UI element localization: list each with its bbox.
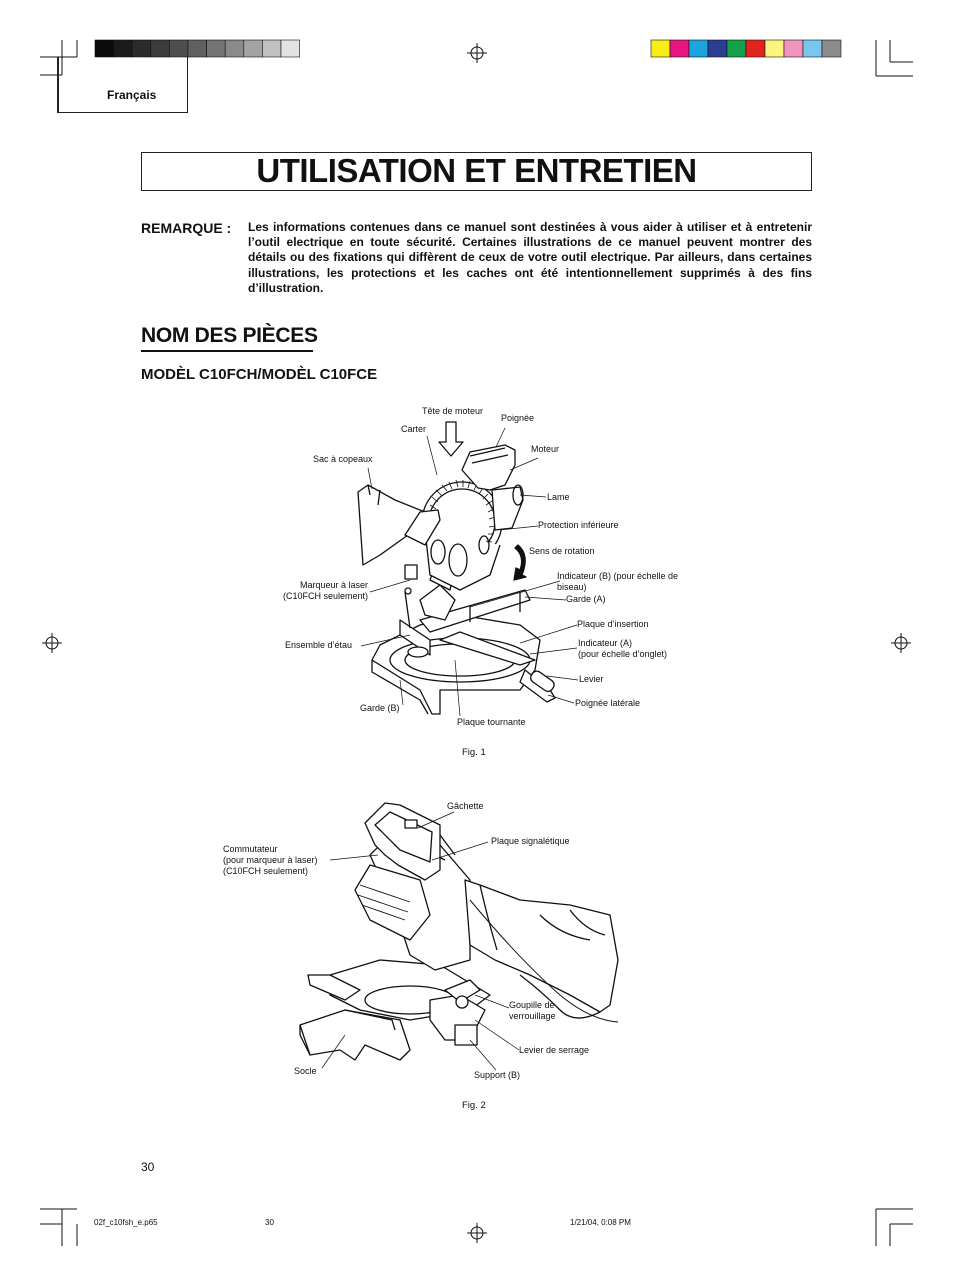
label-indicateur-a-2: (pour échelle d’onglet) xyxy=(578,649,668,659)
label-indicateur-b-2: biseau) xyxy=(557,582,587,592)
color-swatch xyxy=(726,39,747,58)
color-swatch xyxy=(280,39,300,58)
label-plaque-tournante: Plaque tournante xyxy=(457,717,526,727)
grayscale-color-bar xyxy=(94,39,300,58)
registration-marks xyxy=(42,43,911,1243)
footer-date: 1/21/04, 0:08 PM xyxy=(570,1218,631,1227)
page-title: UTILISATION ET ENTRETIEN xyxy=(256,152,697,189)
color-swatch xyxy=(131,39,152,58)
color-swatch xyxy=(650,39,671,58)
label-support-b: Support (B) xyxy=(474,1070,521,1080)
color-swatch xyxy=(669,39,690,58)
section-underline xyxy=(141,350,313,352)
note-label: REMARQUE : xyxy=(141,220,232,236)
language-tab xyxy=(57,57,188,113)
fig2-miter-saw-drawing xyxy=(299,802,619,1071)
label-poignee-laterale: Poignée latérale xyxy=(575,698,641,708)
color-swatch xyxy=(150,39,170,58)
label-tete-moteur: Tête de moteur xyxy=(422,406,484,416)
label-plaque-signaletique: Plaque signalétique xyxy=(491,836,570,846)
label-garde-a: Garde (A) xyxy=(566,594,606,604)
label-goupille-2: verrouillage xyxy=(509,1011,556,1021)
label-protection-inferieure: Protection inférieure xyxy=(538,520,619,530)
label-lame: Lame xyxy=(547,492,570,502)
label-levier: Levier xyxy=(579,674,604,684)
color-swatch xyxy=(94,39,114,58)
footer-file: 02f_c10fsh_e.p65 xyxy=(94,1218,158,1227)
fig1-caption: Fig. 1 xyxy=(462,747,486,758)
color-swatch xyxy=(224,39,245,58)
model-subtitle: MODÈL C10FCH/MODÈL C10FCE xyxy=(141,366,378,383)
label-sac-copeaux: Sac à copeaux xyxy=(313,454,373,464)
color-swatch xyxy=(262,39,282,58)
fig1-miter-saw-drawing xyxy=(357,421,579,717)
label-marqueur-2: (C10FCH seulement) xyxy=(282,591,368,601)
note-text: Les informations contenues dans ce manue… xyxy=(248,220,812,295)
cmyk-color-bar xyxy=(650,39,842,58)
color-swatch xyxy=(783,39,804,58)
label-goupille-1: Goupille de xyxy=(509,1000,555,1010)
color-swatch xyxy=(802,39,823,58)
label-carter: Carter xyxy=(401,424,427,434)
crop-marks xyxy=(40,40,913,1246)
label-commutateur-1: Commutateur xyxy=(223,844,278,854)
label-poignee: Poignée xyxy=(501,413,535,423)
label-sens-rotation: Sens de rotation xyxy=(529,546,595,556)
label-plaque-insertion: Plaque d’insertion xyxy=(577,619,649,629)
label-commutateur-3: (C10FCH seulement) xyxy=(223,866,309,876)
label-indicateur-b-1: Indicateur (B) (pour échelle de xyxy=(557,571,679,581)
label-moteur: Moteur xyxy=(531,444,560,454)
color-swatch xyxy=(206,39,226,58)
label-marqueur-1: Marqueur à laser xyxy=(299,580,368,590)
color-swatch xyxy=(745,39,766,58)
color-swatch xyxy=(113,39,133,58)
title-box xyxy=(141,152,812,191)
label-commutateur-2: (pour marqueur à laser) xyxy=(223,855,318,865)
footer-page: 30 xyxy=(265,1218,274,1227)
label-ensemble-etau: Ensemble d’étau xyxy=(285,640,353,650)
label-garde-b: Garde (B) xyxy=(360,703,400,713)
language-label: Français xyxy=(107,88,157,102)
color-swatch xyxy=(821,39,842,58)
label-levier-serrage: Levier de serrage xyxy=(519,1045,590,1055)
label-indicateur-a-1: Indicateur (A) xyxy=(578,638,633,648)
color-swatch xyxy=(169,39,189,58)
color-swatch xyxy=(187,39,207,58)
label-gachette: Gâchette xyxy=(447,801,484,811)
color-swatch xyxy=(688,39,709,58)
section-title: NOM DES PIÈCES xyxy=(141,324,318,347)
label-socle: Socle xyxy=(294,1066,317,1076)
color-swatch xyxy=(764,39,785,58)
color-swatch xyxy=(707,39,728,58)
color-swatch xyxy=(243,39,263,58)
page-number: 30 xyxy=(141,1160,155,1174)
fig2-caption: Fig. 2 xyxy=(462,1100,486,1111)
